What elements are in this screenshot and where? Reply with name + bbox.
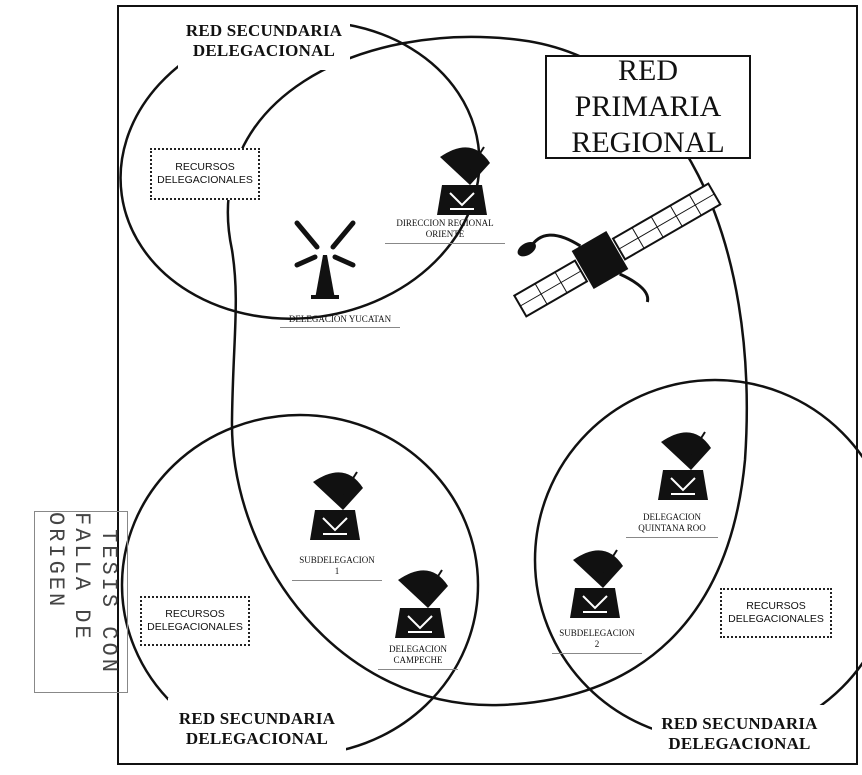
satellite-dish-icon-subdelegacion-2 — [570, 549, 623, 618]
tesis-stamp: TESIS CON FALLA DE ORIGEN — [34, 511, 128, 693]
satellite-dish-icon-quintana-roo — [658, 431, 711, 500]
stamp-line1: TESIS CON — [95, 529, 121, 675]
subdelegacion-2-label: SUBDELEGACION 2 — [552, 628, 642, 654]
direccion-regional-label: DIRECCION REGIONAL ORIENTE — [385, 218, 505, 244]
subdelegacion-1-label: SUBDELEGACION 1 — [292, 555, 382, 581]
primary-network-line2: REGIONAL — [571, 126, 725, 159]
stamp-line2: FALLA DE ORIGEN — [42, 512, 95, 642]
satellite-dish-icon-direccion — [437, 146, 490, 215]
secondary-network-bottom-left-label: RED SECUNDARIA DELEGACIONAL — [168, 698, 346, 760]
recursos-top-line2: DELEGACIONALES — [157, 174, 253, 186]
secondary-network-bottom-right-line2: DELEGACIONAL — [668, 734, 811, 753]
recursos-right-line1: RECURSOS — [746, 599, 806, 612]
subdelegacion-1-line1: SUBDELEGACION — [299, 555, 375, 565]
recursos-left-line2: DELEGACIONALES — [147, 621, 243, 633]
delegacion-quintana-roo-line2: QUINTANA ROO — [626, 523, 718, 538]
recursos-top-box: RECURSOS DELEGACIONALES — [150, 148, 260, 200]
primary-network-ellipse — [226, 35, 749, 707]
radio-tower-icon — [294, 220, 356, 299]
primary-network-line1: RED PRIMARIA — [574, 54, 722, 123]
secondary-network-bottom-left-line1: RED SECUNDARIA — [178, 709, 336, 729]
direccion-regional-line2: ORIENTE — [385, 229, 505, 244]
satellite-dish-icon-campeche — [395, 569, 448, 638]
secondary-network-top-line2: DELEGACIONAL — [192, 41, 336, 60]
satellite-icon — [512, 182, 722, 318]
delegacion-quintana-roo-label: DELEGACION QUINTANA ROO — [626, 512, 718, 538]
secondary-network-bottom-right-label: RED SECUNDARIA DELEGACIONAL — [652, 705, 827, 763]
secondary-network-top-label: RED SECUNDARIA DELEGACIONAL — [178, 12, 350, 70]
recursos-left-line1: RECURSOS — [165, 607, 225, 620]
recursos-right-line2: DELEGACIONALES — [728, 613, 824, 625]
delegacion-campeche-line1: DELEGACION — [389, 644, 447, 654]
primary-network-label: RED PRIMARIA REGIONAL — [545, 54, 751, 159]
direccion-regional-line1: DIRECCION REGIONAL — [396, 218, 494, 228]
secondary-network-bottom-right-line1: RED SECUNDARIA — [661, 714, 818, 734]
subdelegacion-2-line2: 2 — [552, 639, 642, 654]
satellite-dish-icon-subdelegacion-1 — [310, 471, 363, 540]
diagram-frame — [117, 5, 858, 765]
recursos-left-box: RECURSOS DELEGACIONALES — [140, 596, 250, 646]
delegacion-quintana-roo-line1: DELEGACION — [643, 512, 701, 522]
recursos-top-line1: RECURSOS — [175, 160, 235, 173]
recursos-right-box: RECURSOS DELEGACIONALES — [720, 588, 832, 638]
secondary-network-top-line1: RED SECUNDARIA — [185, 21, 343, 41]
subdelegacion-2-line1: SUBDELEGACION — [559, 628, 635, 638]
delegacion-campeche-label: DELEGACION CAMPECHE — [378, 644, 458, 670]
subdelegacion-1-line2: 1 — [292, 566, 382, 581]
delegacion-yucatan-label: DELEGACION YUCATAN — [280, 314, 400, 329]
delegacion-yucatan-line1: DELEGACION YUCATAN — [280, 314, 400, 329]
secondary-network-bottom-left-line2: DELEGACIONAL — [185, 729, 329, 748]
delegacion-campeche-line2: CAMPECHE — [378, 655, 458, 670]
